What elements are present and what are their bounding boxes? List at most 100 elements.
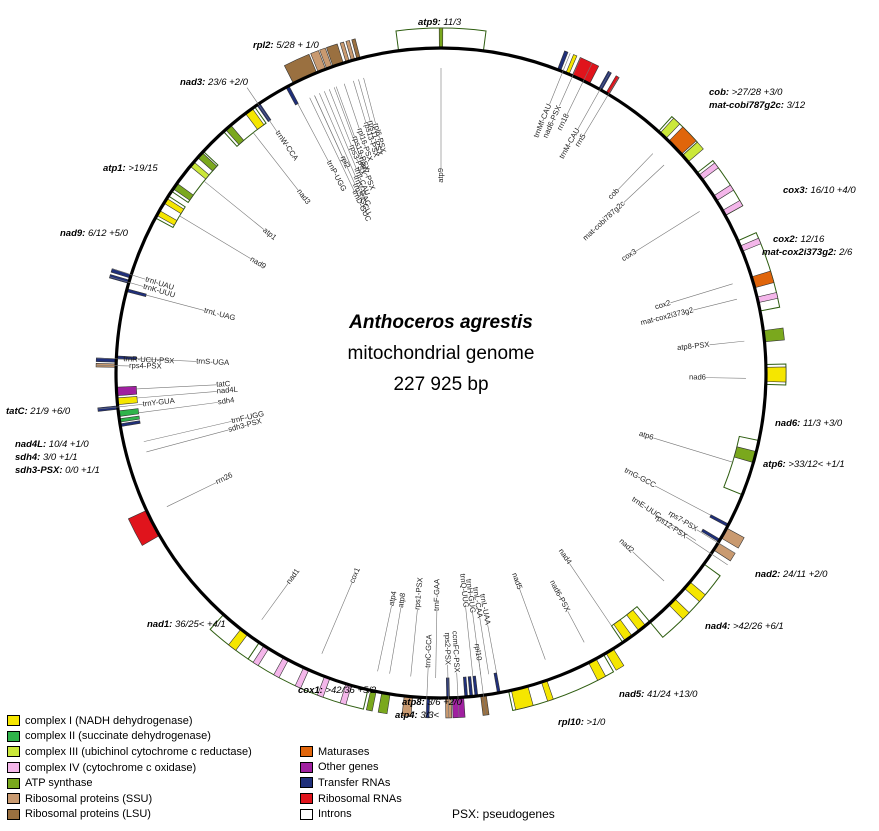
leader-line <box>632 551 665 582</box>
legend-item: Ribosomal proteins (SSU) <box>7 791 252 807</box>
leader-line <box>410 609 418 677</box>
gene-block-trnl-uaa <box>493 672 501 694</box>
legend-label: complex IV (cytochrome c oxidase) <box>25 761 197 774</box>
intron-count-label: atp6: >33/12< +1/1 <box>763 459 845 470</box>
intron-count-label: cob: >27/28 +3/0 <box>709 87 783 98</box>
gene-label-trnq-uug: trnQ-UUG <box>458 573 471 608</box>
pseudogene-note: PSX: pseudogenes <box>452 807 555 821</box>
intron-count-label: atp9: 11/3 <box>418 17 462 28</box>
leader-line <box>659 516 697 541</box>
legend-label: ATP synthase <box>25 777 93 790</box>
intron-label-gene: mat-cobi787g2c: <box>709 100 784 111</box>
leader-line <box>146 294 205 311</box>
intron-label-gene: cox2: <box>773 234 798 245</box>
legend-item: Ribosomal RNAs <box>300 791 402 807</box>
intron-label-gene: nad5: <box>619 689 644 700</box>
intron-count-label: nad5: 41/24 +13/0 <box>619 689 698 700</box>
intron-label-gene: mat-cox2i373g2: <box>762 247 836 258</box>
leader-line <box>479 617 490 675</box>
gene-label-cox2: cox2 <box>654 298 672 311</box>
intron-label-gene: atp8: <box>402 697 425 708</box>
legend-swatch <box>7 730 20 742</box>
legend-swatch <box>7 715 20 727</box>
gene-label-rps4-psx: rps4-PSX <box>129 361 162 371</box>
leader-line <box>179 215 251 259</box>
leader-line <box>566 62 593 115</box>
gene-label-sdh4: sdh4 <box>217 395 235 406</box>
intron-count-label: nad2: 24/11 +2/0 <box>755 569 828 580</box>
legend-item: complex II (succinate dehydrogenase) <box>7 729 252 745</box>
leader-line <box>435 610 438 678</box>
leader-line <box>425 667 429 718</box>
legend-swatch <box>300 808 313 820</box>
gene-label-trng-gcc: trnG-GCC <box>623 466 658 490</box>
leader-line <box>519 589 546 660</box>
gene-block-trne-uuc <box>701 528 721 543</box>
gene-block-trnl-caa <box>463 676 468 698</box>
leader-line <box>335 86 355 137</box>
leader-line <box>705 377 746 379</box>
leader-line <box>109 276 144 287</box>
gene-block-trng-gcc <box>709 514 730 527</box>
legend-swatch <box>7 793 20 805</box>
gene-label-nad4: nad4 <box>557 547 574 566</box>
leader-line <box>319 93 356 176</box>
legend-swatch <box>7 746 20 758</box>
gene-label-rps2-psx: rps2-PSX <box>443 632 453 665</box>
leader-line <box>136 358 197 362</box>
gene-label-atp9: atp9 <box>436 168 445 183</box>
intron-label-counts: >1/0 <box>584 717 606 728</box>
legend-label: complex II (succinate dehydrogenase) <box>25 730 211 743</box>
leader-line <box>447 664 450 718</box>
leader-line <box>653 437 733 463</box>
intron-count-label: rpl2: 5/28 + 1/0 <box>253 40 319 51</box>
intron-label-counts: 41/24 +13/0 <box>644 689 698 700</box>
leader-line <box>146 429 229 453</box>
genome-backbone-circle <box>114 46 768 700</box>
legend-label: Other genes <box>318 761 379 774</box>
label-leader-lines <box>96 53 746 718</box>
intron-label-gene: atp9: <box>418 17 441 28</box>
legend-item: Introns <box>300 806 402 822</box>
leader-line <box>567 611 585 643</box>
intron-count-label: sdh3-PSX: 0/0 +1/1 <box>15 465 100 476</box>
intron-label-gene: cox1: <box>298 685 323 696</box>
intron-label-gene: sdh4: <box>15 452 40 463</box>
gene-label-atp4: atp4 <box>387 590 399 606</box>
intron-label-gene: atp1: <box>103 163 126 174</box>
gene-block-nad6 <box>765 366 787 383</box>
legend-item: complex I (NADH dehydrogenase) <box>7 713 252 729</box>
gene-label-mat-cox2i373g2: mat-cox2i373g2 <box>640 305 695 327</box>
gene-block-atp8-psx <box>762 327 785 343</box>
leader-line <box>389 607 402 674</box>
intron-count-label: cox3: 16/10 +4/0 <box>783 185 856 196</box>
gene-label-trns-uga: trnS-UGA <box>196 356 230 367</box>
gene-block-atp8 <box>377 692 391 715</box>
legend-label: complex III (ubichinol cytochrome c redu… <box>25 745 252 758</box>
intron-label-counts: 11/3 +3/0 <box>800 418 843 429</box>
genome-size: 227 925 bp <box>393 374 488 395</box>
leader-line <box>569 563 612 627</box>
leader-line <box>559 57 582 107</box>
gene-label-rpl2: rpl2 <box>339 154 352 169</box>
intron-count-label: nad4L: 10/4 +1/0 <box>15 439 89 450</box>
leader-line <box>583 77 619 135</box>
intron-count-label: atp1: >19/15 <box>103 163 158 174</box>
intron-label-gene: sdh3-PSX: <box>15 465 63 476</box>
leader-line <box>358 79 371 121</box>
leader-line <box>203 180 264 230</box>
gene-label-nad6-psx: nad6-PSX <box>548 578 572 613</box>
leader-line <box>577 71 611 129</box>
gene-label-atp8-psx: atp8-PSX <box>677 340 710 352</box>
leader-line <box>328 89 352 146</box>
gene-label-rrn26: rrn26 <box>214 470 234 486</box>
leader-line <box>654 485 711 516</box>
leader-line <box>137 391 217 399</box>
leader-line <box>685 536 728 566</box>
gene-block-rrn18 <box>571 56 600 85</box>
intron-count-label: atp8: 3/6 +2/0 <box>402 697 463 708</box>
intron-label-counts: 3/6 +2/0 <box>425 697 463 708</box>
leader-line <box>143 421 232 442</box>
intron-count-label: cox1: >42/36 +5/2 <box>298 685 377 696</box>
